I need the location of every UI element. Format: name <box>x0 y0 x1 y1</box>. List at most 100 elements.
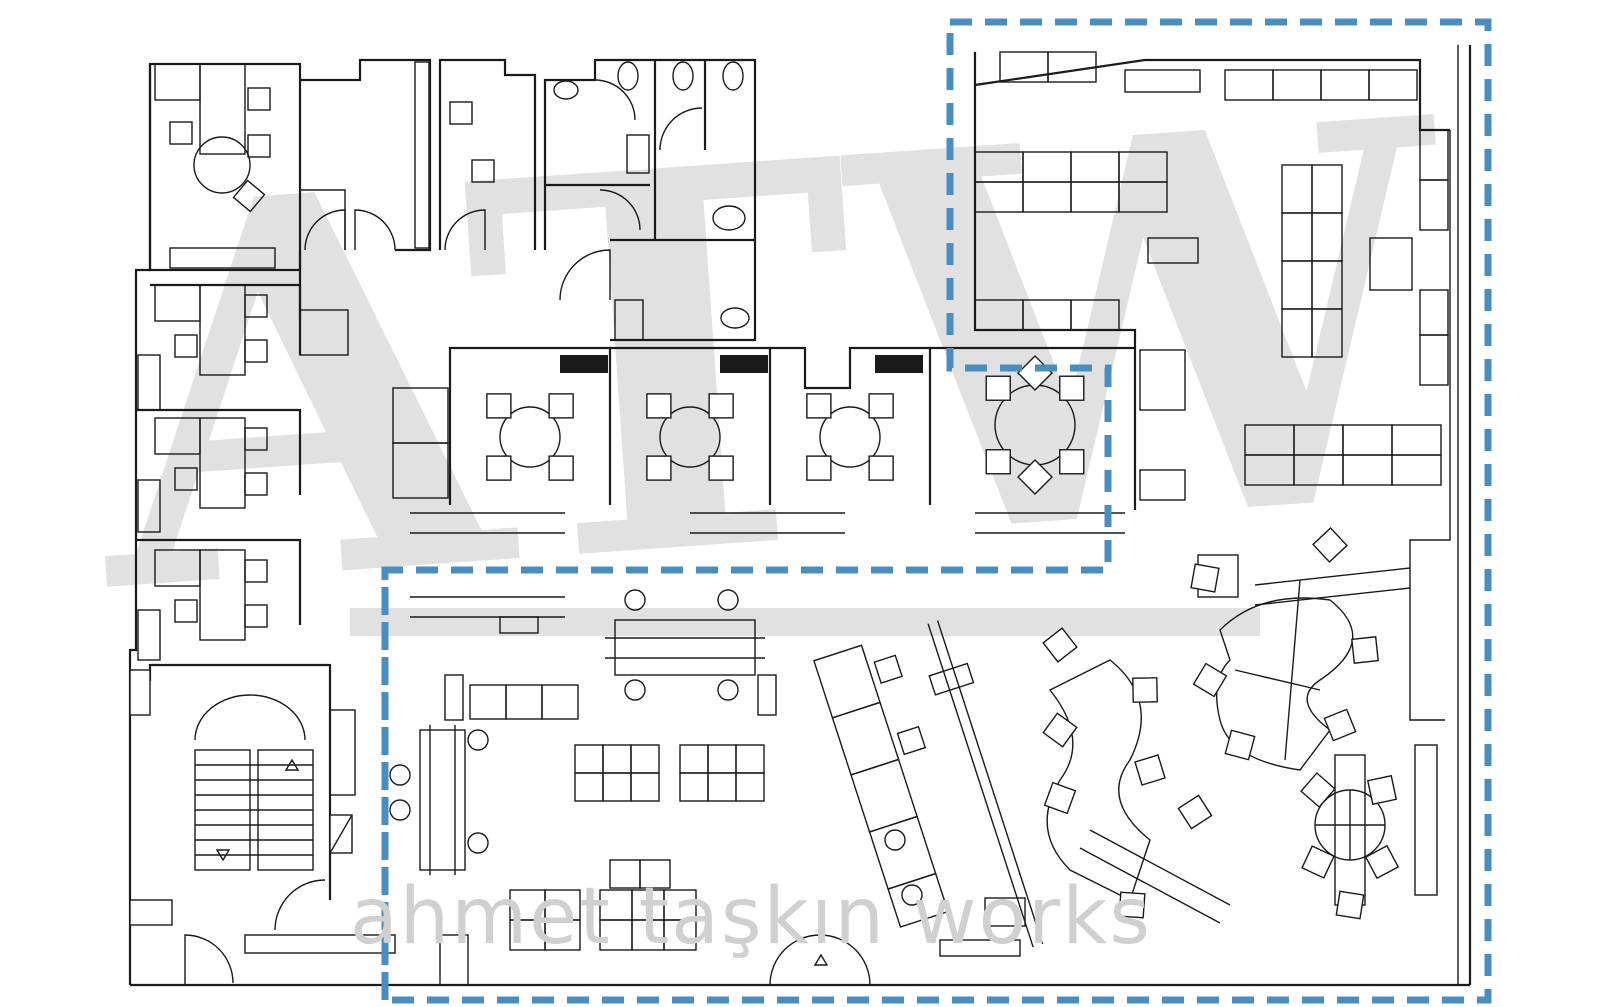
stool-icon <box>467 832 489 854</box>
sofa <box>469 684 507 720</box>
desk-divider <box>1234 669 1321 691</box>
workstation <box>850 758 918 833</box>
bench <box>1079 847 1221 924</box>
stair-arrow-icon <box>284 758 300 771</box>
pillar <box>439 934 469 986</box>
round-table-icon <box>819 406 881 468</box>
wall-panel <box>757 674 777 716</box>
door-swing-icon <box>304 209 346 251</box>
chair-icon <box>985 375 1011 401</box>
meeting-chairs <box>486 355 1085 495</box>
desk <box>574 744 604 774</box>
door-swing-icon <box>354 209 396 251</box>
stair-arrow-icon <box>813 953 829 966</box>
chair-icon <box>548 393 574 419</box>
chair-icon <box>868 393 894 419</box>
chair-icon <box>1364 844 1400 880</box>
desk <box>663 919 697 951</box>
chair-icon <box>1323 708 1357 742</box>
stair-treads <box>195 764 313 856</box>
chair-icon <box>486 393 512 419</box>
workstation <box>831 701 900 776</box>
left-offices <box>136 283 302 661</box>
side-desk <box>299 309 349 356</box>
counter <box>939 939 1021 957</box>
wall-shelf <box>1419 179 1449 231</box>
chair-icon <box>708 455 734 481</box>
chair-icon <box>244 559 268 583</box>
chair-icon <box>1177 794 1213 830</box>
radiator <box>560 355 608 373</box>
small-table <box>984 897 1026 927</box>
chair-icon <box>1059 375 1085 401</box>
restroom-walls <box>543 58 757 342</box>
chair-icon <box>646 455 672 481</box>
desk <box>707 772 737 802</box>
desk-grids <box>509 151 1442 951</box>
chair-icon <box>1312 527 1348 563</box>
toilet-icon <box>722 61 744 91</box>
chair-icon <box>1118 891 1146 919</box>
desk <box>544 919 581 951</box>
desk <box>639 859 671 889</box>
chair-icon <box>174 467 198 491</box>
bench <box>1089 829 1231 906</box>
bench <box>169 247 276 269</box>
chair-icon <box>1335 890 1365 920</box>
stair-core <box>129 663 396 985</box>
desk <box>602 772 632 802</box>
desk <box>735 744 765 774</box>
toilet-icon <box>672 61 694 91</box>
stair-arrow-icon <box>215 849 231 862</box>
east-partition <box>1409 130 1451 721</box>
chair-icon <box>174 334 198 358</box>
chair-icon <box>1301 845 1335 879</box>
sink-icon <box>553 80 579 100</box>
watermark-caption: ahmet taşkın works <box>350 872 1153 962</box>
sink-icon <box>712 205 746 231</box>
desk <box>199 417 246 509</box>
round-table-icon <box>499 406 561 468</box>
desk <box>199 63 246 155</box>
chair-icon <box>1366 774 1398 806</box>
small-table <box>1147 237 1199 264</box>
office-2 <box>298 58 432 356</box>
desk <box>1311 308 1343 358</box>
office-2-walls <box>300 58 432 252</box>
round-table-icon <box>193 136 251 194</box>
meeting-walls <box>448 346 612 505</box>
pillar <box>129 669 151 716</box>
restrooms <box>543 58 757 342</box>
radiator <box>720 355 768 373</box>
cluster-desks <box>1046 554 1438 924</box>
watermark-underline <box>350 608 1260 636</box>
office-3-walls <box>438 58 537 250</box>
bench-table <box>419 729 466 871</box>
chair-icon <box>896 725 927 756</box>
desk <box>679 772 709 802</box>
chair-icon <box>873 654 903 684</box>
sofa <box>505 684 543 720</box>
shelf-item <box>499 616 539 634</box>
sink-icon <box>626 134 650 174</box>
storage-unit <box>1124 69 1201 93</box>
bench <box>1254 567 1411 586</box>
chair-icon <box>708 393 734 419</box>
slanted-workstations <box>813 620 1044 948</box>
desk <box>1070 299 1120 331</box>
chair-icon <box>985 449 1011 475</box>
north-east-workspace <box>999 51 1449 386</box>
chair-icon <box>247 87 271 111</box>
desk <box>199 284 246 376</box>
stool-icon <box>717 589 739 611</box>
round-table-icon <box>659 406 721 468</box>
office-3 <box>438 58 537 251</box>
long-table <box>614 619 756 676</box>
stool-icon <box>389 764 411 786</box>
chair-icon <box>1134 754 1166 786</box>
radiator <box>875 355 923 373</box>
toilet-icon <box>720 307 750 329</box>
wall-panel <box>444 674 464 721</box>
chair-icon <box>1059 449 1085 475</box>
desk <box>707 744 737 774</box>
